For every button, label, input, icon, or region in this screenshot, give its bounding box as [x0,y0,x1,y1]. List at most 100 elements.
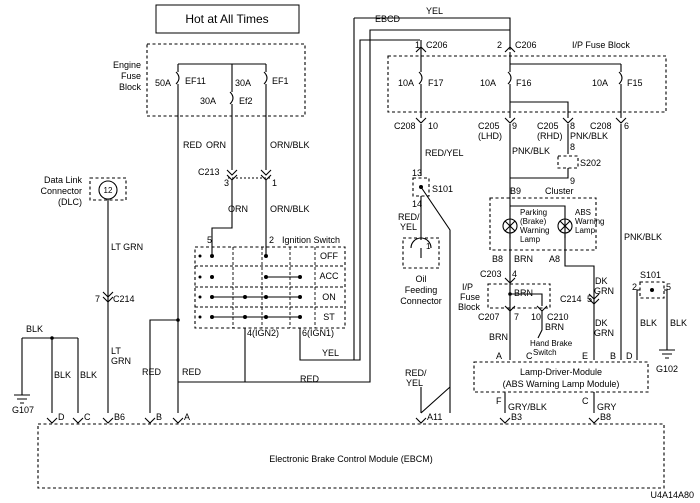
ebcm-pin-b6: B6 [114,412,125,422]
f15-rating: 10A [592,78,608,88]
pnk-blk-label-1: PNK/BLK [512,146,550,156]
red-yel-3b: YEL [406,378,423,388]
s101-right-pin2: 2 [632,282,637,292]
s101-label-left: S101 [432,184,453,194]
s202-pin: 8 [570,142,575,152]
dk-grn-1a: DK [595,276,608,286]
abs-l3: Lamp [575,226,596,235]
ldm-pin-f: F [496,396,502,406]
orn-label-2: ORN [228,204,248,214]
ebcm-pin-a11: A11 [427,412,442,422]
c214-right: C214 [560,294,582,304]
g107-ground-icon [14,394,30,404]
ef1-name: EF1 [272,76,289,86]
f17-name: F17 [428,78,444,88]
red-yel-label: RED/YEL [425,148,464,158]
red-label-left: RED [183,140,203,150]
ebcm-label: Electronic Brake Control Module (EBCM) [269,454,433,464]
abs-l1: ABS [575,208,591,217]
g102-ground-icon [659,349,675,359]
oil-line2: Feeding [405,285,438,295]
red-b-label: RED [142,367,162,377]
blk-2: BLK [54,370,71,380]
ldm-pin-a: A [496,351,502,361]
s101-splice-left [412,177,430,197]
ebcm-pin-b: B [156,412,162,422]
blk-4: BLK [640,318,657,328]
c205-lhd-pin: 9 [512,121,517,131]
pos-on: ON [322,292,336,302]
c203-pin: 4 [512,269,517,279]
ebcm-pin-b3: B3 [511,412,522,422]
dk-grn-2b: GRN [594,328,614,338]
c206-2: C206 [515,40,537,50]
blk-5: BLK [670,318,687,328]
title-text: Hot at All Times [185,12,268,26]
ipfb-small-1: I/P [462,282,473,292]
f16-rating: 10A [480,78,496,88]
ldm-pin-c: C [526,351,533,361]
ign-pin5: 5 [207,235,212,245]
ef1-rating: 30A [235,78,251,88]
pnk-blk-label-3: PNK/BLK [624,232,662,242]
pos-off: OFF [320,251,338,261]
c208-right: C208 [590,121,612,131]
c205-lhd: C205 [478,121,500,131]
red-yel-2b: YEL [400,222,417,232]
ef2-name: Ef2 [239,96,253,106]
c213-pin1: 1 [272,178,277,188]
pos-st: ST [323,312,335,322]
cluster-box [489,197,597,251]
s202-pin-b: 9 [570,176,575,186]
s202-label: S202 [580,158,601,168]
c213-pin3: 3 [224,178,229,188]
ef2-rating: 30A [200,96,216,106]
c214-left-pin: 7 [95,294,100,304]
yel-top-wire [354,17,511,50]
cluster-pin-b9: B9 [510,186,521,196]
parking-l3: Warning [520,226,550,235]
ebcm-box [37,423,665,489]
engine-fuse-block [146,43,306,117]
ip-fuse-block-label: I/P Fuse Block [572,40,630,50]
c214-left: C214 [113,294,135,304]
ebcm-pin-c: C [84,412,91,422]
abs-l2: Warning [575,217,605,226]
c205-lhd-sub: (LHD) [478,131,502,141]
orn-blk-label-2: ORN/BLK [270,204,310,214]
ebcm-pin-a: A [184,412,190,422]
ldm-line2: (ABS Warning Lamp Module) [503,379,620,389]
f16-name: F16 [516,78,532,88]
dlc-line3: (DLC) [58,197,82,207]
ebcd-label: EBCD [375,14,401,24]
c207-label: C207 [478,312,500,322]
orn-wire-2 [211,180,233,250]
ebcm-pin-b8: B8 [600,412,611,422]
pnk-blk-2b: PNK/BLK [570,131,608,141]
s101-right-pin5: 5 [666,282,671,292]
lt-grn-2a: LT [111,346,121,356]
lamp-driver-module [473,361,649,393]
f17-rating: 10A [398,78,414,88]
ebcm-pin-d: D [58,412,65,422]
ign-switch-label: Ignition Switch [282,235,340,245]
oil-pin: 1 [426,242,431,251]
parking-l4: Lamp [520,235,541,244]
ign-pin2: 2 [269,235,274,245]
s101-right-label: S101 [640,270,661,280]
cluster-pin-b8: B8 [492,254,503,264]
hand-brake-2: Switch [533,348,557,357]
brn-4: BRN [514,288,533,298]
dk-grn-1b: GRN [594,286,614,296]
ldm-line1: Lamp-Driver-Module [520,367,602,377]
parking-l1: Parking [520,208,547,217]
c205-rhd: C205 [537,121,559,131]
brn-3: BRN [545,322,564,332]
dk-grn-2a: DK [595,318,608,328]
ipfb-small-2: Fuse [460,292,480,302]
gry: GRY [597,402,616,412]
red-yel-3a: RED/ [405,368,427,378]
ldm-pin-e: E [582,351,588,361]
g107-label: G107 [12,405,34,415]
